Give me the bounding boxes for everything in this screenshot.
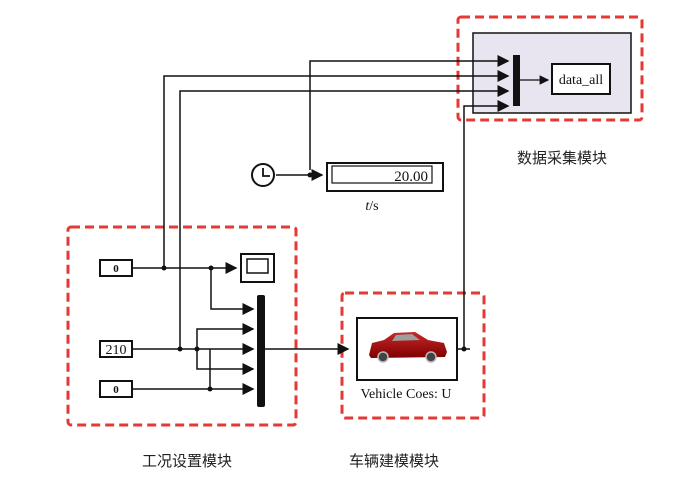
time-unit-label: t/s xyxy=(365,199,378,214)
condition-mux[interactable] xyxy=(257,295,265,407)
constant-block-2[interactable] xyxy=(99,340,133,358)
vehicle-model-frame xyxy=(340,291,486,420)
vehicle-block-label: Vehicle Coes: U xyxy=(361,387,452,402)
constant-block-1[interactable] xyxy=(99,259,133,277)
constant-block-3[interactable] xyxy=(99,380,133,398)
signal-lines xyxy=(132,55,510,395)
clock-icon[interactable] xyxy=(251,163,275,187)
condition-setup-module-label: 工况设置模块 xyxy=(142,452,232,470)
constant-value-2: 210 xyxy=(106,343,127,358)
vehicle-model-module-label: 车辆建模模块 xyxy=(349,452,439,470)
data-collection-module-label: 数据采集模块 xyxy=(517,149,607,167)
data-all-label: data_all xyxy=(559,73,603,88)
car-icon xyxy=(369,332,447,363)
scope-icon[interactable] xyxy=(240,253,275,283)
constant-value-3: 0 xyxy=(113,384,119,396)
data-collection-mux[interactable] xyxy=(513,55,520,106)
data-collection-frame xyxy=(456,15,644,122)
junction-dots xyxy=(161,172,467,392)
condition-setup-frame xyxy=(66,225,298,427)
time-display-value: 20.00 xyxy=(394,169,428,185)
data-all-block[interactable] xyxy=(551,63,611,95)
constant-value-1: 0 xyxy=(113,263,119,275)
